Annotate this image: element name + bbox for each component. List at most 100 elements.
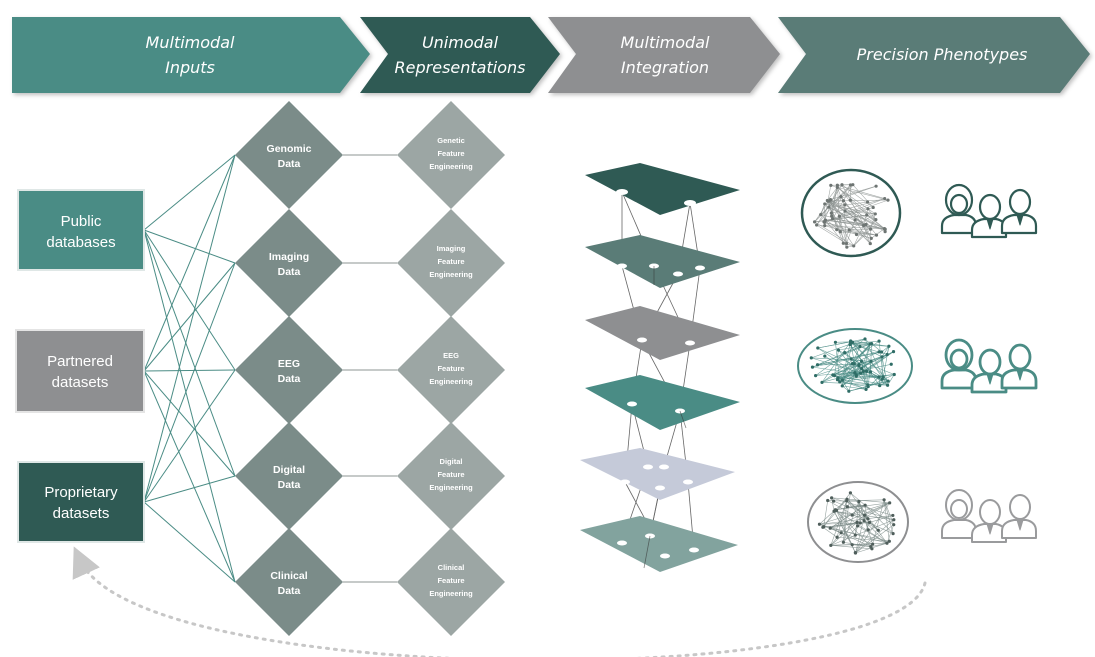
modality-label-line1: Genomic [267, 143, 312, 155]
modality-label-line1: EEG [278, 358, 300, 370]
network-node [863, 337, 867, 341]
network-node [876, 528, 880, 532]
network-node [839, 531, 843, 535]
network-edge [827, 500, 865, 522]
network-node [867, 520, 872, 525]
network-edge [821, 341, 851, 383]
stage-label-line2: Representations [395, 58, 526, 77]
network-node [891, 513, 895, 518]
network-node [841, 540, 846, 544]
network-node [885, 383, 890, 387]
network-edge [830, 522, 858, 546]
network-node [887, 344, 891, 348]
network-node [868, 342, 872, 346]
network-node [877, 339, 881, 343]
network-edge [823, 500, 829, 527]
network-node [866, 528, 870, 532]
network-edge [869, 515, 893, 523]
network-node [810, 365, 815, 369]
network-edge [816, 224, 886, 230]
network-node [847, 389, 851, 393]
network-edge [824, 222, 877, 236]
network-node [809, 356, 813, 360]
network-node [853, 533, 857, 537]
layer-node [685, 340, 695, 346]
network-edge [853, 225, 864, 247]
modality-genomic-data: Genomic Data [235, 101, 343, 209]
network-node [858, 371, 863, 375]
source-label-line1: Proprietary [44, 484, 118, 501]
network-edge [827, 185, 877, 201]
network-edge [822, 527, 838, 538]
layer-plane-6 [580, 516, 738, 572]
network-edge [863, 225, 871, 244]
network-node [858, 344, 862, 349]
network-node [840, 183, 844, 187]
network-edge [840, 231, 877, 236]
integration-layer-stack [580, 163, 740, 572]
network-cluster-3 [807, 481, 909, 563]
network-node [870, 547, 874, 551]
network-node [891, 532, 895, 536]
stage-label-line2: Integration [621, 58, 709, 77]
feature-label-line2: Feature [437, 470, 464, 479]
network-node [882, 498, 886, 502]
feature-clinical: Clinical Feature Engineering [397, 528, 505, 636]
network-edge [839, 381, 869, 387]
connection-line [143, 229, 236, 583]
network-edge [878, 341, 884, 378]
layer-node [683, 479, 693, 485]
network-edge [852, 342, 872, 362]
network-node [883, 230, 887, 234]
modality-label-line2: Data [278, 373, 301, 385]
connection-line [143, 501, 236, 583]
network-edge [812, 366, 884, 378]
network-edge [820, 203, 826, 215]
network-edge [852, 343, 871, 364]
network-edge [858, 501, 869, 519]
network-node [817, 522, 822, 526]
network-edge [886, 524, 895, 544]
feature-diamonds: Genetic Feature Engineering Imaging Feat… [397, 101, 505, 636]
network-node [886, 379, 890, 383]
network-edge [821, 382, 888, 386]
source-proprietary-datasets: Proprietary datasets [17, 461, 145, 543]
network-node [866, 207, 870, 211]
network-node [877, 375, 881, 379]
network-cluster-1 [800, 168, 902, 258]
network-edge [846, 499, 885, 502]
modality-label-line1: Imaging [269, 251, 309, 263]
source-partnered-datasets: Partnered datasets [15, 329, 145, 413]
network-edge [831, 497, 890, 504]
network-node [840, 378, 844, 382]
network-edge [833, 500, 848, 507]
network-edge [830, 532, 842, 546]
network-edge [850, 492, 866, 506]
network-node [832, 374, 837, 378]
layer-node [673, 271, 683, 277]
feature-label-line3: Engineering [429, 377, 473, 386]
network-edge [819, 522, 861, 525]
layer-node [660, 553, 670, 559]
network-node [859, 359, 864, 363]
layer-node [617, 263, 627, 269]
network-edge [830, 199, 886, 232]
connection-line [143, 369, 236, 372]
stage-unimodal-representations: Unimodal Representations [360, 17, 560, 93]
network-node [888, 501, 892, 505]
network-node [865, 200, 870, 204]
network-edge [817, 341, 851, 349]
network-node [833, 340, 838, 344]
network-node [869, 236, 873, 240]
layer-node [689, 547, 699, 553]
network-node [851, 183, 855, 187]
network-node [820, 380, 824, 384]
network-node [862, 513, 867, 517]
feature-digital: Digital Feature Engineering [397, 422, 505, 530]
network-edge [842, 379, 850, 392]
network-node [835, 228, 839, 232]
network-edge [843, 184, 854, 201]
layer-node [616, 189, 628, 195]
network-edge [825, 219, 885, 229]
person-man-icon [1000, 188, 1038, 235]
